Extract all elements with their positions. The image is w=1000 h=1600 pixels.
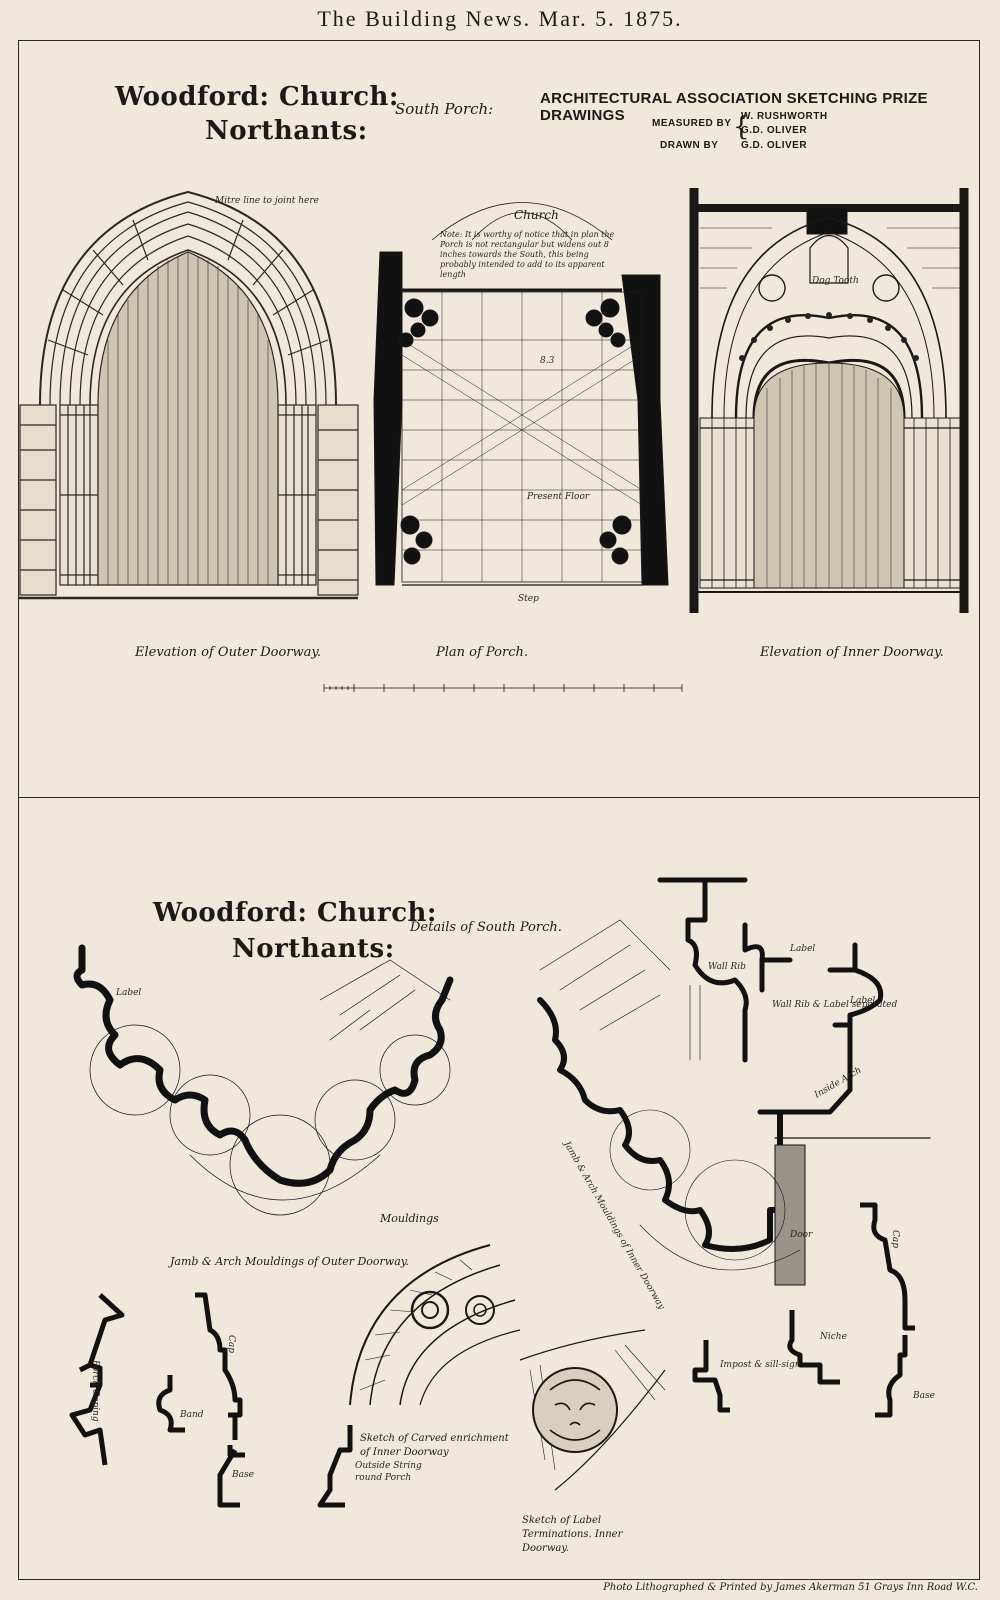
inner-jamb-mouldings — [537, 877, 931, 1286]
plan-note: Note: It is worthy of notice that in pla… — [440, 230, 615, 279]
door-label: Door — [790, 1230, 813, 1240]
caption-plan: Plan of Porch. — [436, 645, 528, 660]
cap-label-right: Cap — [890, 1230, 900, 1249]
base-label-right: Base — [913, 1391, 935, 1401]
mouldings-label: Mouldings — [380, 1212, 439, 1225]
credit-brace: { — [733, 112, 750, 142]
label-termination-sketch — [519, 1329, 666, 1491]
top-title-line1: Woodford: Church: — [115, 82, 400, 112]
printer-imprint: Photo Lithographed & Printed by James Ak… — [603, 1582, 978, 1593]
label-label-far: Label — [850, 996, 876, 1006]
outside-string-label: Outside String round Porch — [355, 1461, 422, 1483]
small-mouldings-right — [692, 1202, 915, 1418]
association-title: ARCHITECTURAL ASSOCIATION SKETCHING PRIZ… — [540, 90, 928, 124]
top-panel-frame — [18, 40, 980, 798]
plan-of-porch — [373, 202, 669, 586]
inner-doorway-elevation — [689, 188, 969, 613]
outside-string-profile — [317, 1425, 353, 1508]
bottom-label-label: Label — [116, 988, 142, 998]
scale-bar — [323, 684, 683, 692]
small-mouldings-left — [69, 1292, 245, 1508]
outer-jamb-mouldings — [73, 944, 454, 1216]
measured-by-name-1: W. RUSHWORTH — [741, 111, 828, 122]
measured-by-label: MEASURED BY — [652, 118, 732, 129]
wall-rib-note: Wall Rib & Label separated — [772, 1000, 898, 1010]
porch-coping-label: Porch Coping — [90, 1360, 100, 1422]
niche-label: Niche — [820, 1332, 847, 1342]
wall-rib-label: Wall Rib — [708, 962, 746, 972]
plan-floor-label: Present Floor — [527, 492, 590, 502]
page-header: The Building News. Mar. 5. 1875. — [317, 6, 683, 31]
carved-enrichment-sketch — [349, 1244, 521, 1406]
caption-jamb: Jamb & Arch Mouldings of Outer Doorway. — [170, 1255, 410, 1268]
caption-carved: Sketch of Carved enrichment of Inner Doo… — [360, 1433, 509, 1458]
band-label: Band — [180, 1410, 204, 1420]
label-label-right: Label — [790, 944, 816, 954]
bottom-subtitle: Details of South Porch. — [410, 920, 562, 935]
top-subtitle: South Porch: — [395, 100, 494, 118]
top-title-line2: Northants: — [205, 116, 368, 146]
caption-inner: Elevation of Inner Doorway. — [760, 645, 944, 660]
drawn-by-name: G.D. OLIVER — [741, 140, 808, 151]
outer-note: Mitre line to joint here — [215, 196, 319, 206]
base-label-left: Base — [232, 1470, 254, 1480]
caption-label-term: Sketch of Label Terminations. Inner Door… — [522, 1515, 623, 1554]
plan-step-label: Step — [518, 594, 539, 604]
bottom-title-line1: Woodford: Church: — [153, 898, 438, 928]
inner-note: Dog Tooth — [812, 276, 859, 286]
plan-church-label: Church — [514, 208, 559, 222]
bottom-title-line2: Northants: — [232, 934, 395, 964]
drawn-by-label: DRAWN BY — [660, 140, 719, 151]
caption-outer: Elevation of Outer Doorway. — [135, 645, 322, 660]
bottom-panel-frame — [18, 798, 980, 1580]
plan-dim: 8.3 — [540, 356, 555, 366]
measured-by-name-2: G.D. OLIVER — [741, 125, 808, 136]
impost-label: Impost & sill-sign — [720, 1360, 801, 1370]
cap-label-left: Cap — [226, 1335, 236, 1354]
outer-doorway-elevation — [18, 190, 359, 600]
